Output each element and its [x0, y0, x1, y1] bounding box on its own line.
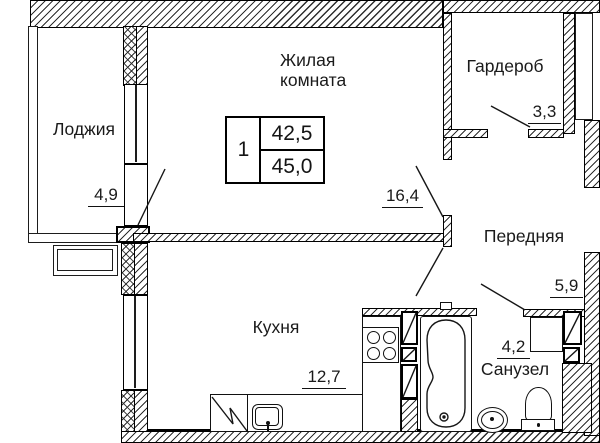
summary-total-area: 45,0	[271, 155, 313, 178]
loggia-area: 4,9	[88, 185, 124, 207]
kitchen-sink-tap-stem	[267, 424, 269, 431]
summary-box-divider-v	[259, 118, 262, 182]
stove-burner	[366, 331, 380, 344]
summary-box: 1 42,5 45,0	[225, 116, 325, 184]
stove-burner	[383, 331, 396, 344]
summary-living-area: 42,5	[271, 122, 313, 145]
living-room-label-line1: Жилая	[280, 50, 336, 70]
stove-symbol	[362, 327, 399, 363]
summary-rooms-count: 1	[237, 138, 250, 161]
vent-shaft-5	[563, 347, 580, 363]
stove-burner	[383, 347, 396, 360]
bathroom-area: 4,2	[497, 337, 530, 359]
loggia-label: Лоджия	[52, 119, 115, 139]
bathroom-label: Санузел	[480, 359, 550, 379]
bathroom-north-wall-right	[523, 309, 585, 317]
toilet-base	[521, 419, 555, 431]
vent-shaft-2	[401, 347, 417, 362]
wall-living-kitchen	[133, 233, 445, 242]
kitchen-west-wall-upper-cross	[121, 243, 135, 295]
bathtub-tap	[440, 302, 452, 310]
kitchen-west-wall-lower-cross	[121, 390, 135, 432]
kitchen-window	[123, 295, 148, 390]
loggia-bottom-glazing	[28, 233, 123, 243]
wardrobe-bottom-wall-right	[528, 129, 564, 138]
kitchen-window-midline	[134, 296, 136, 388]
toilet-bowl	[525, 387, 552, 421]
bathroom-north-wall-left	[362, 308, 477, 316]
hallway-area: 5,9	[550, 276, 583, 298]
summary-box-divider-h	[261, 149, 323, 152]
kitchen-west-wall-upper	[134, 243, 148, 295]
stove-burner	[366, 347, 380, 360]
balcony-window-midline	[135, 85, 137, 162]
loggia-left-glazing	[28, 26, 38, 243]
wall-living-hall	[443, 13, 452, 160]
balcony-wall-upper	[136, 26, 148, 86]
hallway-label: Передняя	[483, 226, 565, 246]
living-room-label-line2: комната	[280, 70, 347, 90]
vent-shaft-wall-left	[401, 399, 418, 432]
wall-top-left	[30, 0, 443, 28]
balcony-window	[124, 84, 148, 164]
wardrobe-area: 3,3	[528, 102, 561, 124]
kitchen-sink-symbol	[252, 404, 283, 431]
kitchen-door-swing	[415, 247, 444, 297]
living-room-area: 16,4	[382, 186, 423, 208]
loggia-lower-ledge	[53, 245, 118, 276]
living-room-label: Жилая комната	[220, 50, 346, 90]
wardrobe-door-swing	[490, 105, 531, 128]
bathtub-symbol	[420, 316, 472, 432]
toilet-base-dot	[536, 423, 540, 427]
washing-machine-symbol	[210, 394, 248, 432]
wardrobe-right-wall	[563, 13, 575, 134]
wall-right-upper	[584, 120, 600, 188]
kitchen-west-wall-lower	[134, 390, 148, 432]
balcony-door-panel	[124, 164, 148, 226]
bathroom-right-wall-block	[562, 363, 592, 433]
loggia-lower-ledge-inner	[57, 249, 113, 271]
washbasin-symbol	[477, 407, 508, 433]
vent-shaft-1	[401, 311, 418, 345]
bathroom-door-swing	[480, 283, 526, 311]
vent-shaft-3	[401, 364, 418, 399]
wardrobe-label: Гардероб	[466, 56, 544, 76]
wall-hall-stub	[443, 215, 452, 247]
bathroom-cabinet	[530, 317, 563, 352]
vent-shaft-4	[563, 311, 582, 345]
washbasin-drain	[490, 417, 494, 421]
kitchen-label: Кухня	[252, 317, 300, 337]
kitchen-sink-tap	[265, 421, 270, 425]
kitchen-area: 12,7	[302, 367, 346, 389]
balcony-wall-upper-cross	[123, 26, 137, 86]
wardrobe-bottom-wall-left	[443, 129, 488, 138]
wall-top-right	[443, 0, 600, 13]
right-niche	[575, 13, 593, 120]
